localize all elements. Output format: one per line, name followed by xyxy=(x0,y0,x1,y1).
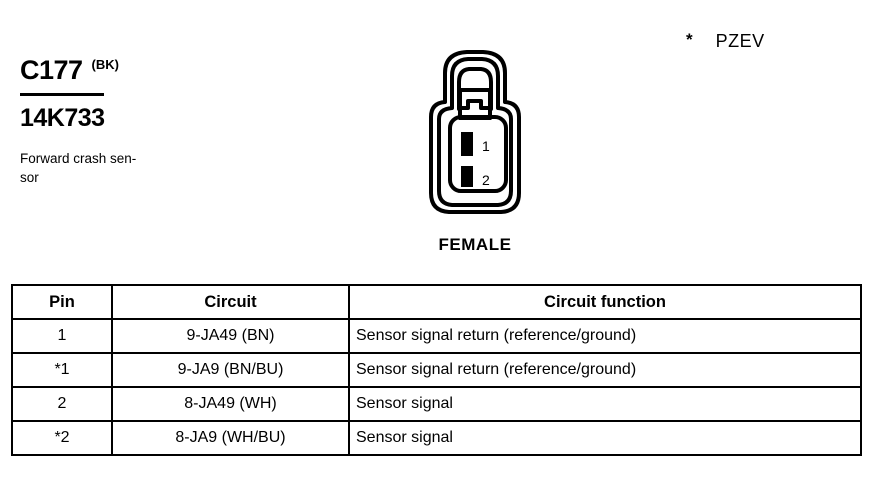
connector-diagram: 1 2 FEMALE xyxy=(415,45,535,265)
connector-part-number: 14K733 xyxy=(20,104,105,132)
connector-shell-inner xyxy=(437,57,513,207)
cell-circuit-function: Sensor signal return (reference/ground) xyxy=(348,318,862,354)
cell-circuit: 9-JA49 (BN) xyxy=(111,318,350,354)
cell-pin: *1 xyxy=(11,352,113,388)
cell-circuit: 9-JA9 (BN/BU) xyxy=(111,352,350,388)
cell-circuit-function: Sensor signal return (reference/ground) xyxy=(348,352,862,388)
column-header-pin: Pin xyxy=(11,284,113,320)
connector-cavity-label-1: 1 xyxy=(482,138,490,154)
connector-shell-outer xyxy=(429,50,521,214)
cell-pin: 2 xyxy=(11,386,113,422)
column-header-circuit: Circuit xyxy=(111,284,350,320)
cell-circuit: 8-JA9 (WH/BU) xyxy=(111,420,350,456)
connector-gender-label: FEMALE xyxy=(438,235,512,254)
connector-code-underline xyxy=(20,93,104,96)
pzev-label: PZEV xyxy=(715,31,765,51)
connector-color-code: (BK) xyxy=(91,57,119,72)
connector-cavity-2 xyxy=(461,166,473,187)
cell-circuit-function: Sensor signal xyxy=(348,420,862,456)
asterisk-icon: * xyxy=(686,30,693,49)
table-header-row: Pin Circuit Circuit function xyxy=(11,284,862,320)
column-header-circuit-function: Circuit function xyxy=(348,284,862,320)
connector-mating-face xyxy=(448,115,508,193)
cell-pin: *2 xyxy=(11,420,113,456)
connector-cavity-label-2: 2 xyxy=(482,172,490,188)
pzev-footnote: * PZEV xyxy=(686,30,765,52)
connector-cavity-1 xyxy=(461,132,473,156)
cell-pin: 1 xyxy=(11,318,113,354)
connector-latch-tower xyxy=(457,67,493,111)
table-header: Pin Circuit Circuit function xyxy=(11,284,862,320)
connector-identification-block: C177 (BK) 14K733 Forward crash sen- sor xyxy=(20,55,250,187)
cell-circuit: 8-JA49 (WH) xyxy=(111,386,350,422)
connector-code: C177 xyxy=(20,55,83,85)
connector-latch-notch xyxy=(458,99,492,120)
cell-circuit-function: Sensor signal xyxy=(348,386,862,422)
connector-code-row: C177 (BK) xyxy=(20,55,250,89)
connector-outline-icon: 1 2 xyxy=(429,50,521,214)
connector-description: Forward crash sen- sor xyxy=(20,151,137,185)
